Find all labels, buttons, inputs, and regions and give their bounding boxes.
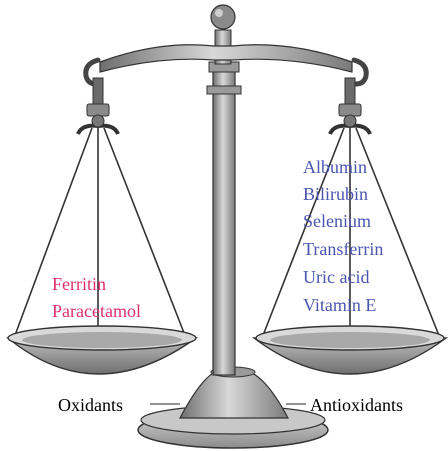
oxidant-item: Paracetamol [52, 302, 141, 320]
antioxidant-item: Albumin [303, 158, 367, 176]
oxidants-label: Oxidants [58, 396, 123, 414]
antioxidants-label: Antioxidants [310, 396, 403, 414]
scale-foot [180, 372, 288, 418]
oxidant-item: Ferritin [52, 275, 106, 293]
scale-pillar [213, 70, 235, 375]
antioxidant-item: Uric acid [303, 268, 369, 286]
antioxidant-item: Bilirubin [303, 185, 368, 203]
antioxidant-item: Transferrin [303, 240, 383, 258]
antioxidant-item: Selenium [303, 212, 371, 230]
antioxidant-item: Vitamin E [303, 296, 376, 314]
scale-finial [211, 5, 235, 29]
